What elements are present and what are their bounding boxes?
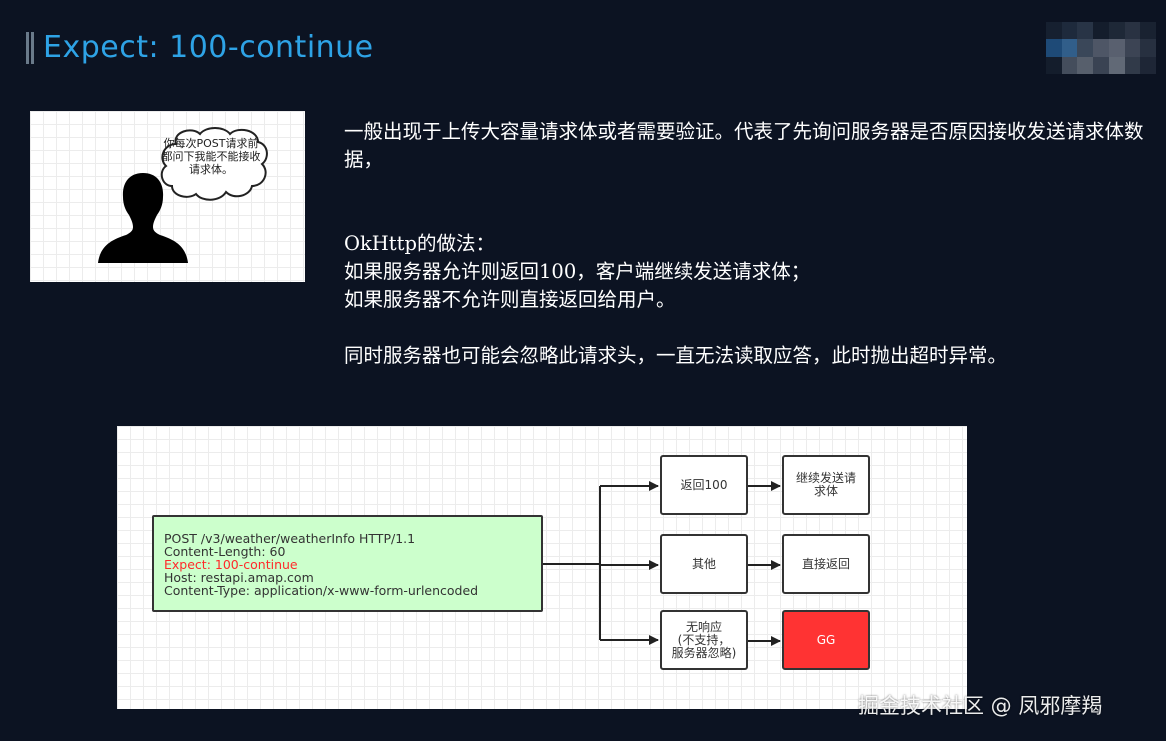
speech-bubble-text: 你每次POST请求前都问下我能不能接收请求体。: [161, 137, 261, 176]
description-text: 一般出现于上传大容量请求体或者需要验证。代表了先询问服务器是否原因接收发送请求体…: [344, 118, 1154, 370]
node-gg: GG: [782, 610, 870, 670]
node-return-100: 返回100: [660, 455, 748, 515]
slide-title-bar: Expect: 100-continue: [26, 30, 374, 65]
person-silhouette-icon: [98, 173, 188, 263]
client-server-illustration: 你每次POST请求前都问下我能不能接收请求体。: [30, 111, 305, 282]
expect-header: Expect: 100-continue: [164, 557, 298, 572]
content-length-header: Content-Length: 60: [164, 544, 286, 559]
okhttp-heading: OkHttp的做法：: [344, 232, 495, 255]
blurred-logo: [1046, 22, 1156, 74]
request-line: POST /v3/weather/weatherInfo HTTP/1.1: [164, 531, 416, 546]
node-no-response: 无响应 (不支持， 服务器忽略): [660, 610, 748, 670]
host-header: Host: restapi.amap.com: [164, 570, 314, 585]
speech-bubble-icon: [160, 127, 268, 201]
content-type-header: Content-Type: application/x-www-form-url…: [164, 583, 479, 598]
timeout-note: 同时服务器也可能会忽略此请求头，一直无法读取应答，此时抛出超时异常。: [344, 344, 1008, 367]
description-paragraph: 一般出现于上传大容量请求体或者需要验证。代表了先询问服务器是否原因接收发送请求体…: [344, 120, 1144, 171]
flow-connectors: [543, 481, 781, 646]
no-response-label: 无响应: [685, 619, 722, 634]
okhttp-rule-denied: 如果服务器不允许则直接返回给用户。: [344, 288, 676, 311]
no-response-reason-2: 服务器忽略): [671, 645, 737, 660]
flow-diagram: POST /v3/weather/weatherInfo HTTP/1.1 Co…: [117, 426, 967, 709]
http-request-box: POST /v3/weather/weatherInfo HTTP/1.1 Co…: [152, 515, 543, 612]
node-other: 其他: [660, 534, 748, 594]
source-watermark: 掘金技术社区 @ 凤邪摩羯: [858, 694, 1103, 718]
no-response-reason-1: (不支持，: [677, 632, 731, 647]
title-marker: [26, 31, 34, 64]
slide-title: Expect: 100-continue: [43, 30, 374, 65]
okhttp-rule-allowed: 如果服务器允许则返回100，客户端继续发送请求体；: [344, 260, 811, 283]
node-direct-return: 直接返回: [782, 534, 870, 594]
node-continue-send-body: 继续发送请求体: [782, 455, 870, 515]
